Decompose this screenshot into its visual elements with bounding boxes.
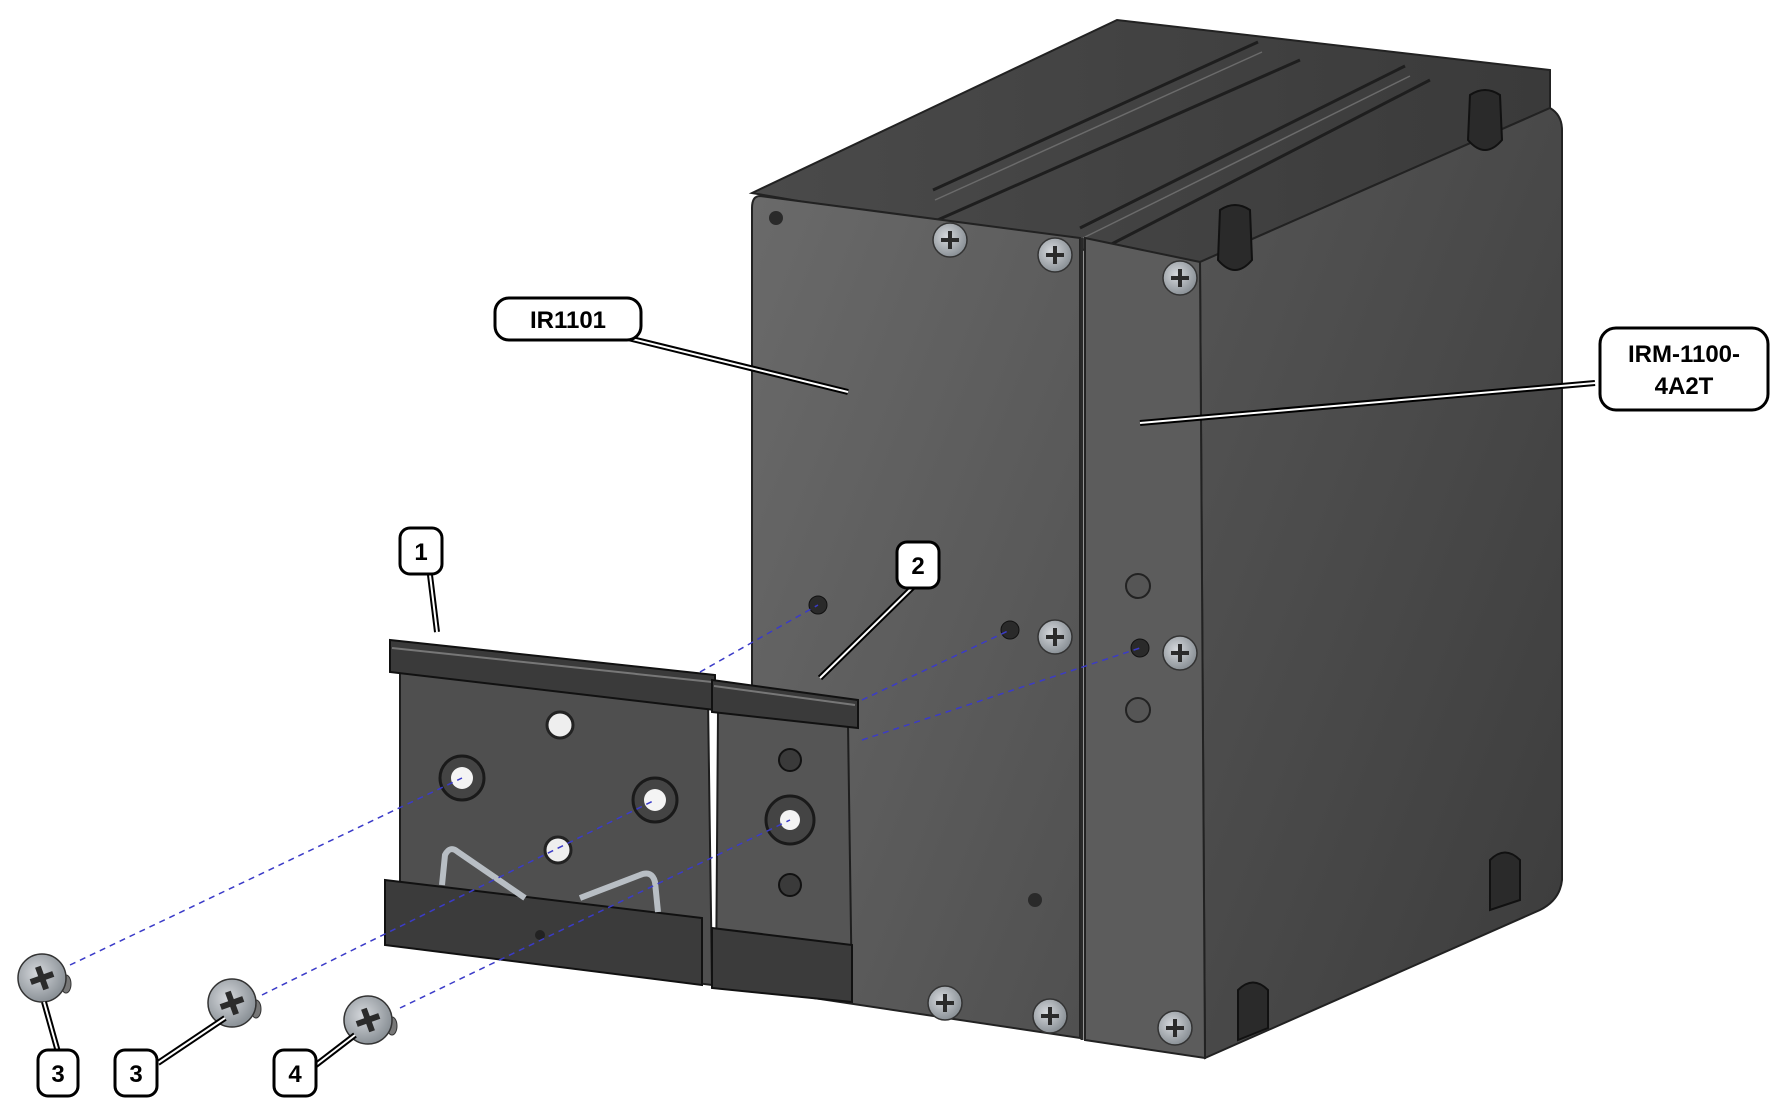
callout-item-3b-text: 3 [129,1061,142,1088]
callout-item-2: 2 [895,540,941,590]
callout-item-3b: 3 [113,1048,159,1098]
callout-irm-text-line1: IRM-1100- [1628,341,1740,368]
callout-ir1101-text: IR1101 [530,307,606,334]
callout-item-1: 1 [398,526,444,576]
router-enclosure [748,18,1563,1060]
callout-item-4: 4 [272,1048,318,1098]
alignment-lines [69,604,1141,1009]
callout-item-2-text: 2 [911,553,924,580]
callout-leaders [41,335,1596,1071]
callout-item-3a: 3 [36,1048,80,1098]
loose-screw-3a [17,953,72,1003]
callout-irm-module: IRM-1100- 4A2T [1598,326,1770,412]
callout-item-4-text: 4 [288,1061,302,1088]
enclosure-side [1198,106,1563,1060]
din-rail-bracket-small [711,678,859,1004]
callout-item-1-text: 1 [414,539,427,566]
loose-screw-3b [207,978,262,1028]
din-rail-bracket-large [384,638,716,987]
callout-ir1101: IR1101 [493,296,643,342]
callout-irm-text-line2: 4A2T [1655,373,1714,400]
callout-item-3a-text: 3 [51,1061,64,1088]
